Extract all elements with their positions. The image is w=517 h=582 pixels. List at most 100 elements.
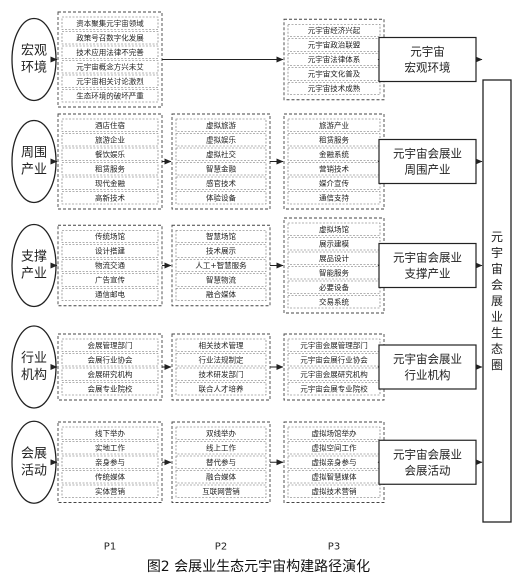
item-frame xyxy=(61,31,159,45)
p2-item: 感官技术 xyxy=(206,178,236,188)
item-frame xyxy=(175,287,267,302)
result-label: 会展活动 xyxy=(405,463,451,477)
item-frame xyxy=(61,133,159,147)
result-label: 行业机构 xyxy=(405,368,451,382)
item-frame xyxy=(61,455,159,469)
item-frame xyxy=(61,353,159,367)
result-label: 元宇宙会展业 xyxy=(393,251,462,265)
p1-item: 高新技术 xyxy=(95,192,125,202)
p2-group-box xyxy=(171,224,271,307)
item-frame xyxy=(61,441,159,455)
result-box xyxy=(378,344,477,390)
item-frame xyxy=(287,295,381,309)
category-label: 行业 xyxy=(21,351,47,366)
item-frame xyxy=(61,16,159,30)
p1-item: 实地工作 xyxy=(95,442,125,452)
item-frame xyxy=(287,118,381,132)
item-frame xyxy=(61,191,159,205)
p1-item: 亲身参与 xyxy=(95,457,125,467)
p1-item: 会展研究机构 xyxy=(88,369,133,379)
category-oval xyxy=(11,223,57,308)
item-frame xyxy=(61,229,159,244)
item-frame xyxy=(175,441,267,455)
item-frame xyxy=(61,470,159,484)
p2-item: 双线举办 xyxy=(206,428,236,438)
result-label: 支撑产业 xyxy=(405,267,451,281)
p1-item: 现代金融 xyxy=(95,178,125,188)
ecosystem-label-char: 业 xyxy=(491,310,503,324)
p3-item: 虚拟场馆 xyxy=(319,224,349,234)
p1-item: 会展管理部门 xyxy=(88,340,133,350)
category-label: 支撑 xyxy=(21,250,47,265)
p2-item: 联合人才培养 xyxy=(199,383,244,393)
item-frame xyxy=(175,484,267,498)
result-label: 元宇宙会展业 xyxy=(393,147,462,161)
p1-item: 酒店住宿 xyxy=(95,120,125,130)
item-frame xyxy=(61,338,159,352)
item-frame xyxy=(175,258,267,273)
item-frame xyxy=(61,147,159,161)
ecosystem-label-char: 圈 xyxy=(491,358,503,372)
p1-item: 资本聚集元宇宙领域 xyxy=(76,18,144,28)
item-frame xyxy=(61,89,159,103)
category-label: 机构 xyxy=(21,368,47,383)
p1-item: 广告宣传 xyxy=(95,275,125,285)
p1-item: 元宇宙相关讨论激烈 xyxy=(76,76,144,86)
p2-item: 相关技术管理 xyxy=(199,340,244,350)
p3-item: 元宇宙经济兴起 xyxy=(308,25,361,35)
item-frame xyxy=(61,273,159,287)
item-frame xyxy=(61,176,159,190)
p2-group-box xyxy=(171,421,271,503)
p1-item: 通信邮电 xyxy=(95,289,125,299)
p1-item: 传统媒体 xyxy=(95,471,125,481)
p3-item: 必要设备 xyxy=(319,282,349,292)
ecosystem-label-char: 会 xyxy=(491,278,503,292)
item-frame xyxy=(175,118,267,132)
row-3: 支撑产业传统场馆设计搭建物流交通广告宣传通信邮电智慧场馆技术展示人工+智慧服务智… xyxy=(11,217,483,314)
item-frame xyxy=(175,470,267,484)
p1-item: 租赁服务 xyxy=(95,163,125,173)
item-frame xyxy=(61,426,159,440)
ecosystem-label-char: 态 xyxy=(491,342,503,356)
item-frame xyxy=(175,426,267,440)
phase-label: P3 xyxy=(328,542,340,553)
item-frame xyxy=(61,244,159,258)
p3-item: 元宇宙法律体系 xyxy=(308,54,361,64)
item-frame xyxy=(61,45,159,59)
p2-item: 行业法规制定 xyxy=(199,354,244,364)
p3-item: 展品设计 xyxy=(319,253,349,263)
p3-item: 通信支持 xyxy=(319,192,349,202)
item-frame xyxy=(287,484,381,498)
item-frame xyxy=(61,60,159,74)
row-4: 行业机构会展管理部门会展行业协会会展研究机构会展专业院校相关技术管理行业法规制定… xyxy=(11,325,483,409)
item-frame xyxy=(287,426,381,440)
result-label: 周围产业 xyxy=(405,163,451,177)
p3-item: 虚拟智慧媒体 xyxy=(312,471,357,481)
p2-item: 人工+智慧服务 xyxy=(195,260,247,270)
p3-item: 旅游产业 xyxy=(319,120,349,130)
ecosystem-label-char: 展 xyxy=(491,294,503,308)
item-frame xyxy=(61,118,159,132)
p2-item: 技术研发部门 xyxy=(199,369,244,379)
p1-item: 传统场馆 xyxy=(95,231,125,241)
item-frame xyxy=(287,23,381,38)
ecosystem-label-char: 生 xyxy=(491,326,503,340)
item-frame xyxy=(175,244,267,258)
item-frame xyxy=(61,287,159,302)
category-oval xyxy=(11,325,57,409)
result-label: 元宇宙 xyxy=(410,45,445,59)
p2-item: 智慧物流 xyxy=(206,275,236,285)
row-2: 周围产业酒店住宿旅游企业餐饮娱乐租赁服务现代金融高新技术虚拟旅游虚拟娱乐虚拟社交… xyxy=(11,113,483,210)
category-label: 活动 xyxy=(21,463,47,478)
p2-item: 融合媒体 xyxy=(206,471,236,481)
item-frame xyxy=(175,382,267,396)
result-label: 元宇宙会展业 xyxy=(393,352,462,366)
p3-item: 虚拟空间工作 xyxy=(312,442,357,452)
p3-item: 元宇宙技术成熟 xyxy=(308,83,361,93)
item-frame xyxy=(175,455,267,469)
category-label: 产业 xyxy=(21,267,47,282)
item-frame xyxy=(61,258,159,273)
p2-item: 虚拟社交 xyxy=(206,149,236,159)
ecosystem-label-char: 宇 xyxy=(491,246,503,260)
